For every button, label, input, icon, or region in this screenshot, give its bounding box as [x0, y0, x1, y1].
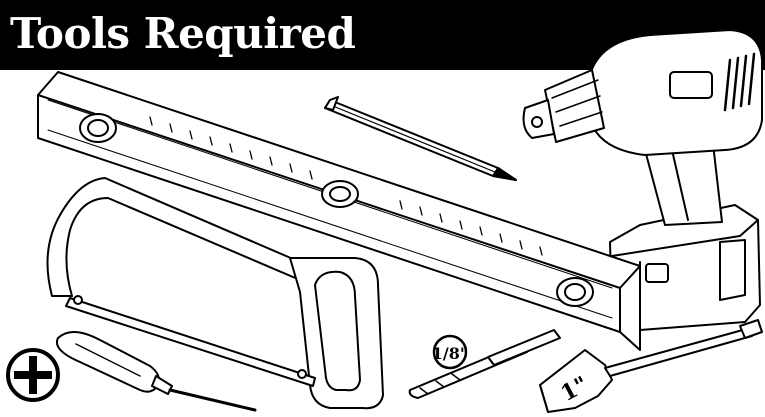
spade-bit-icon: 1" — [539, 319, 763, 413]
cordless-drill-icon — [522, 29, 763, 331]
title-bar: Tools Required — [0, 0, 765, 70]
pencil-icon — [324, 96, 517, 181]
drill-bit-icon: 1/8" — [408, 329, 561, 399]
hacksaw-icon — [46, 177, 384, 410]
level-icon — [37, 71, 641, 351]
page-title: Tools Required — [10, 9, 356, 58]
phillips-screwdriver-icon — [56, 331, 257, 412]
phillips-head-symbol-icon — [6, 348, 60, 402]
drill-bit-size-label: 1/8" — [432, 344, 468, 363]
